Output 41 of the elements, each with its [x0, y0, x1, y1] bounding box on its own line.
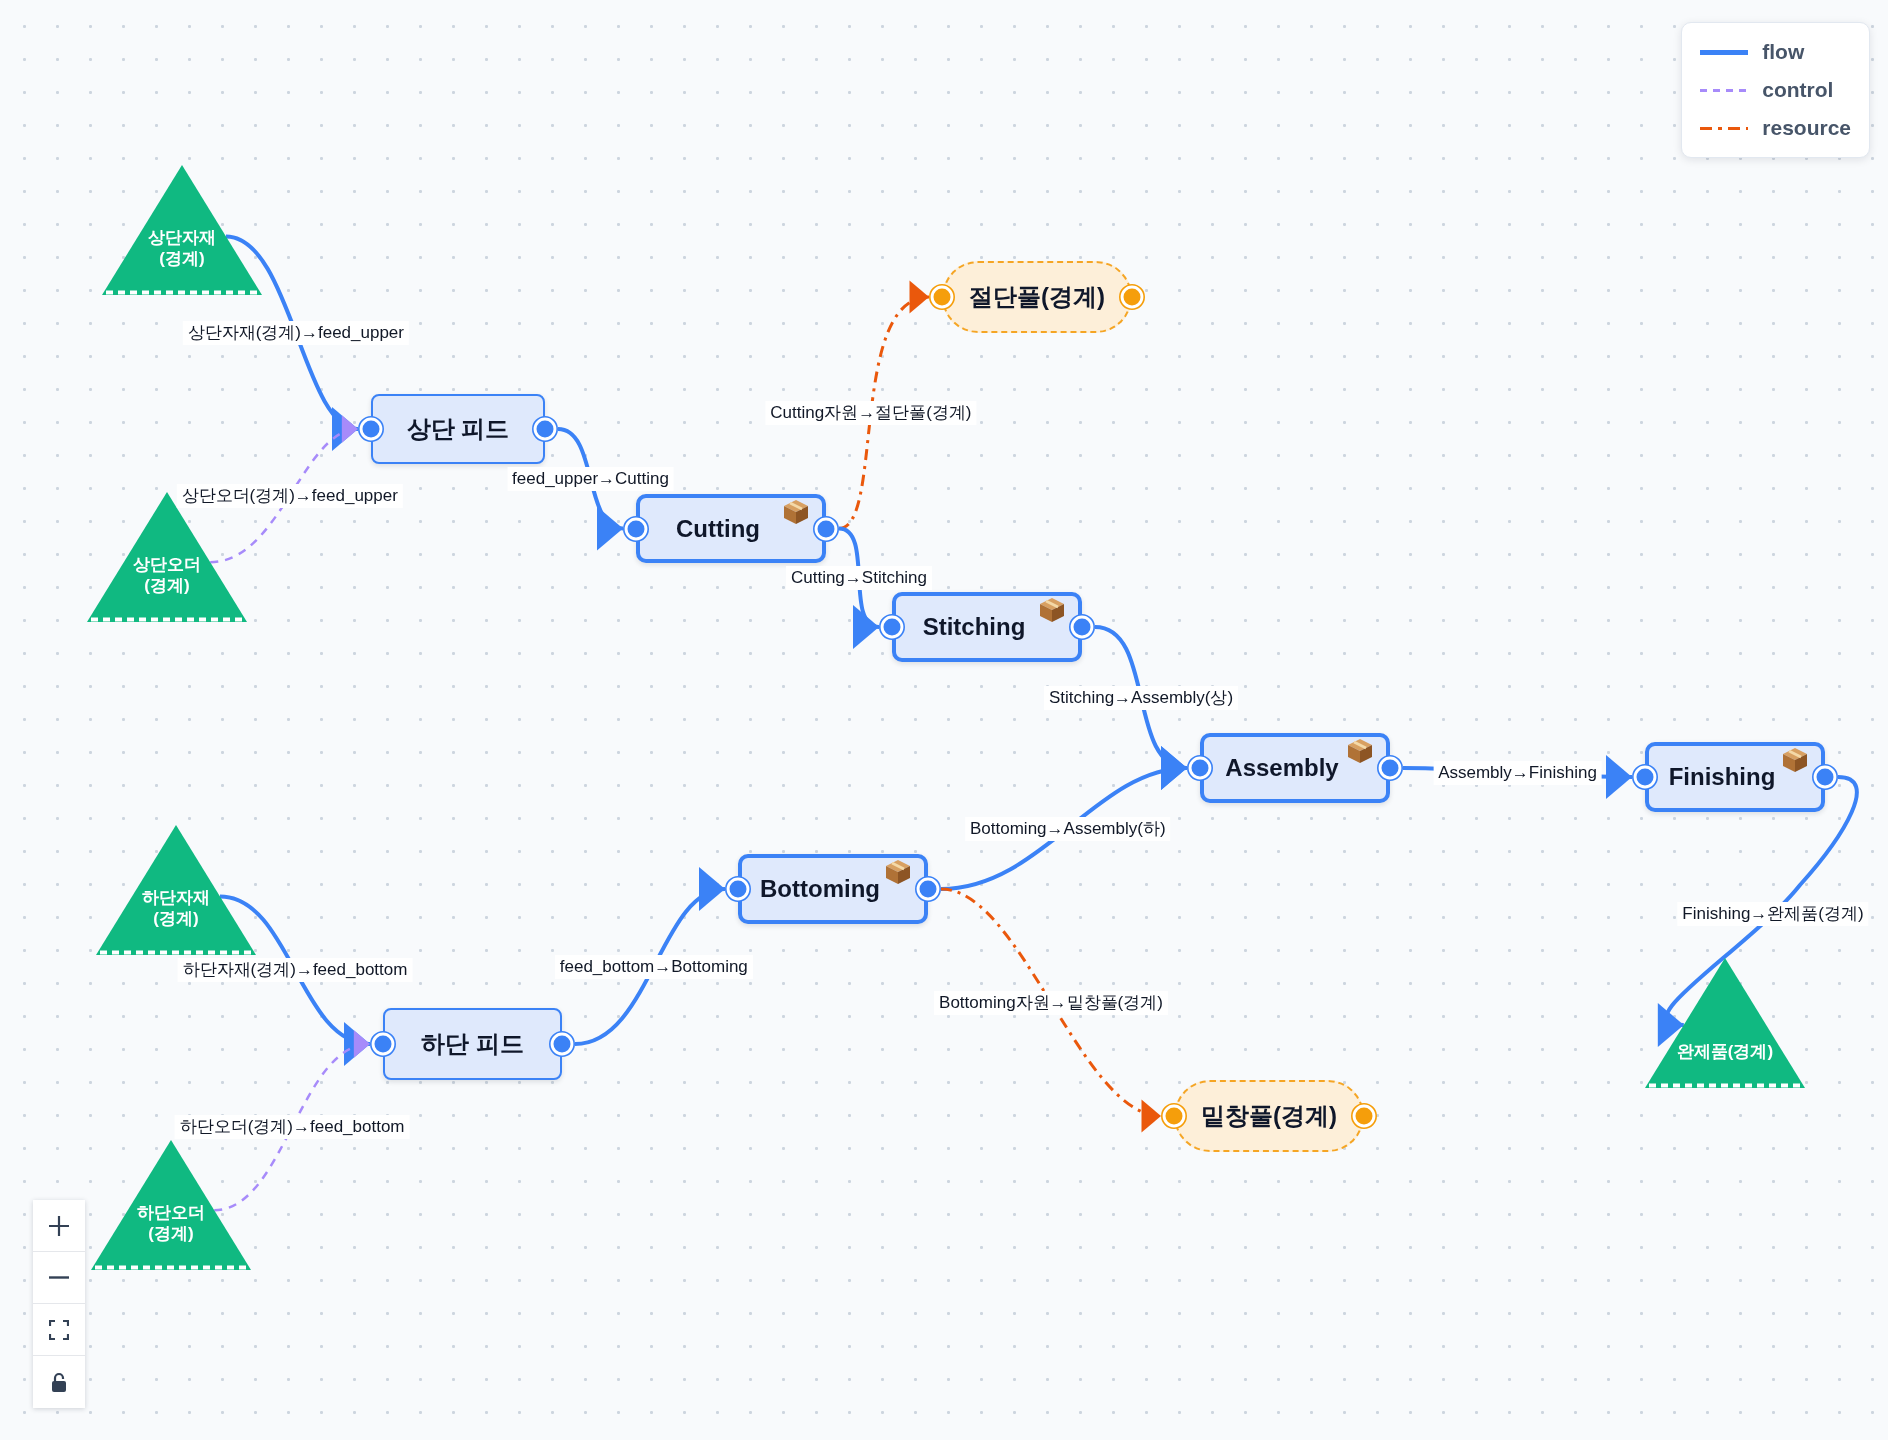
node-label: 하단오더(경계) [136, 1202, 206, 1244]
node-label: Stitching [922, 612, 1026, 642]
arrow [838, 526, 880, 649]
triangle-node [1645, 958, 1805, 1088]
node-label: 밑창풀(경계) [1201, 1101, 1337, 1131]
legend-label: control [1762, 78, 1834, 102]
triangle-node [96, 825, 256, 955]
node-label: 하단자재(경계) [141, 887, 211, 929]
triangle-node [102, 165, 262, 295]
edge-label: 하단자재(경계)→feed_bottom [177, 958, 413, 983]
node-label: 상단자재(경계) [147, 227, 217, 269]
edge-label: Bottoming→Assembly(하) [965, 816, 1171, 841]
edge-label: Finishing→완제품(경계) [1677, 902, 1869, 926]
edge-label: feed_upper→Cutting [507, 466, 674, 491]
triangle-node [91, 1140, 251, 1270]
edge-label: 하단오더(경계)→feed_bottom [174, 1115, 410, 1140]
node-label: 상단오더(경계) [132, 554, 202, 596]
node-label: Assembly [1225, 753, 1339, 783]
node-label: 절단풀(경계) [969, 282, 1105, 312]
edge-label: 상단자재(경계)→feed_upper [182, 320, 409, 345]
edge-label: Cutting→Stitching [785, 565, 933, 590]
node-label: Cutting [676, 513, 760, 544]
edge-label: Assembly→Finishing [1433, 760, 1602, 785]
node-label: 하단 피드 [421, 1029, 524, 1059]
arrow [1657, 775, 1859, 1047]
arrow [574, 867, 726, 1046]
dashed-arrow [213, 1030, 371, 1212]
edge-label: 상단오더(경계)→feed_upper [176, 483, 403, 508]
node-label: Bottoming [760, 874, 880, 904]
dashed-arrow [210, 415, 359, 564]
dash-dot-arrow [940, 887, 1162, 1133]
legend-label: flow [1762, 40, 1805, 64]
edge-label: feed_bottom→Bottoming [554, 954, 753, 979]
edge-label: Cutting자원→절단풀(경계) [765, 400, 977, 425]
edge-label: Stitching→Assembly(상) [1043, 685, 1239, 710]
edge-label: Bottoming자원→밑창풀(경계) [934, 990, 1168, 1015]
node-label: Finishing [1668, 762, 1776, 792]
node-label: 상단 피드 [406, 414, 510, 444]
legend-label: resource [1762, 116, 1851, 140]
arrow [940, 746, 1188, 891]
node-label: 완제품(경계) [1675, 1041, 1775, 1062]
